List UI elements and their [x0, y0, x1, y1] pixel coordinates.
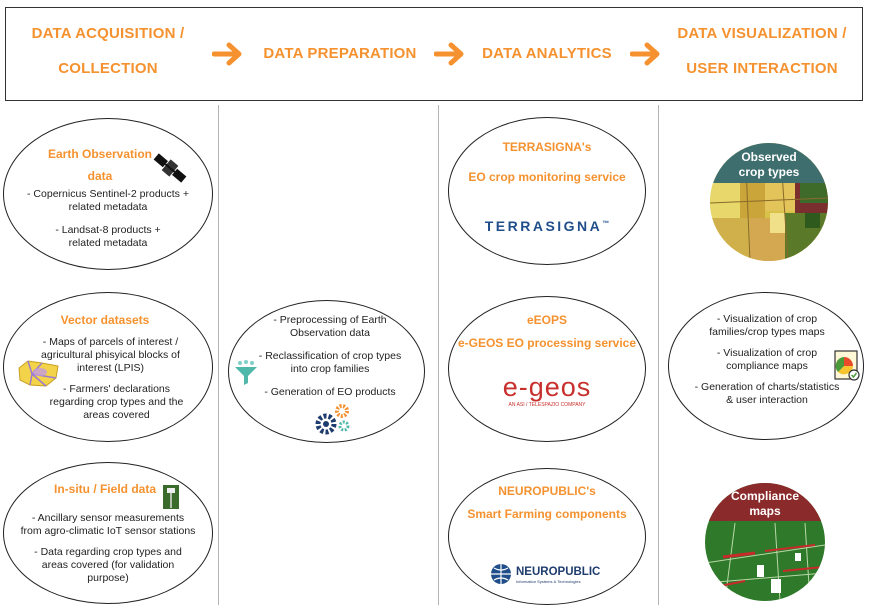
arrow-right-icon: [630, 42, 660, 66]
egeos-service-box: [448, 296, 646, 442]
column-divider: [658, 105, 659, 605]
stage-label: DATA PREPARATION: [263, 45, 417, 62]
column-divider: [218, 105, 219, 605]
box-title: In-situ / Field data: [53, 482, 156, 496]
pipeline-header: DATA ACQUISITION / COLLECTION DATA PREPA…: [5, 7, 863, 101]
sensor-station-icon: [163, 485, 179, 509]
box-title: Earth Observation data: [47, 147, 153, 183]
stage-data-analytics: DATA ANALYTICS: [468, 36, 626, 71]
neuropublic-globe-icon: [491, 564, 511, 584]
box-title: NEUROPUBLIC's Smart Farming components: [467, 484, 627, 521]
stage-data-visualization: DATA VISUALIZATION / USER INTERACTION: [662, 16, 862, 86]
neuropublic-service-box: [448, 468, 646, 605]
stage-label: COLLECTION: [58, 60, 158, 77]
visualization-box: [668, 292, 864, 440]
neuropublic-logo: NEUROPUBLIC Information Systems & Techno…: [516, 566, 601, 584]
chart-report-icon: [834, 350, 860, 381]
stage-label: DATA ACQUISITION /: [31, 25, 185, 42]
circle-title-bar: [710, 143, 828, 183]
stage-label: DATA VISUALIZATION /: [677, 25, 847, 42]
box-title: TERRASIGNA's EO crop monitoring service: [468, 140, 626, 184]
stage-label: USER INTERACTION: [686, 60, 838, 77]
box-title: eEOPS e-GEOS EO processing service: [457, 313, 637, 350]
egeos-logo: e-geos AN ASI / TELESPAZIO COMPANY: [502, 372, 592, 408]
stage-data-preparation: DATA PREPARATION: [246, 36, 434, 71]
circle-title-bar: [705, 483, 825, 521]
satellite-icon: [153, 153, 187, 183]
funnel-filter-icon: [235, 360, 257, 385]
box-text: - Visualization of crop families/crop ty…: [694, 313, 840, 406]
terrasigna-logo: TERRASIGNA™: [484, 218, 610, 234]
terrasigna-service-box: [448, 117, 646, 265]
gears-icon: [315, 404, 350, 435]
observed-crop-types-image: Observed crop types: [710, 143, 828, 261]
data-preparation-box: [228, 300, 425, 443]
compliance-maps-image: Compliance maps: [705, 483, 825, 601]
circle-title: Observed crop types: [738, 150, 800, 179]
arrow-right-icon: [212, 42, 242, 66]
box-text: - Ancillary sensor measurements from agr…: [20, 512, 196, 584]
box-text: - Copernicus Sentinel-2 products + relat…: [27, 188, 189, 249]
box-title: Vector datasets: [60, 313, 150, 327]
stage-label: DATA ANALYTICS: [482, 45, 612, 62]
box-text: - Preprocessing of Earth Observation dat…: [258, 314, 402, 398]
stage-data-acquisition: DATA ACQUISITION / COLLECTION: [8, 16, 208, 86]
box-text: - Maps of parcels of interest / agricult…: [41, 336, 184, 421]
earth-observation-data-box: [3, 118, 213, 270]
arrow-right-icon: [434, 42, 464, 66]
column-divider: [438, 105, 439, 605]
parcel-map-icon: [18, 360, 59, 387]
circle-title: Compliance maps: [730, 489, 799, 518]
